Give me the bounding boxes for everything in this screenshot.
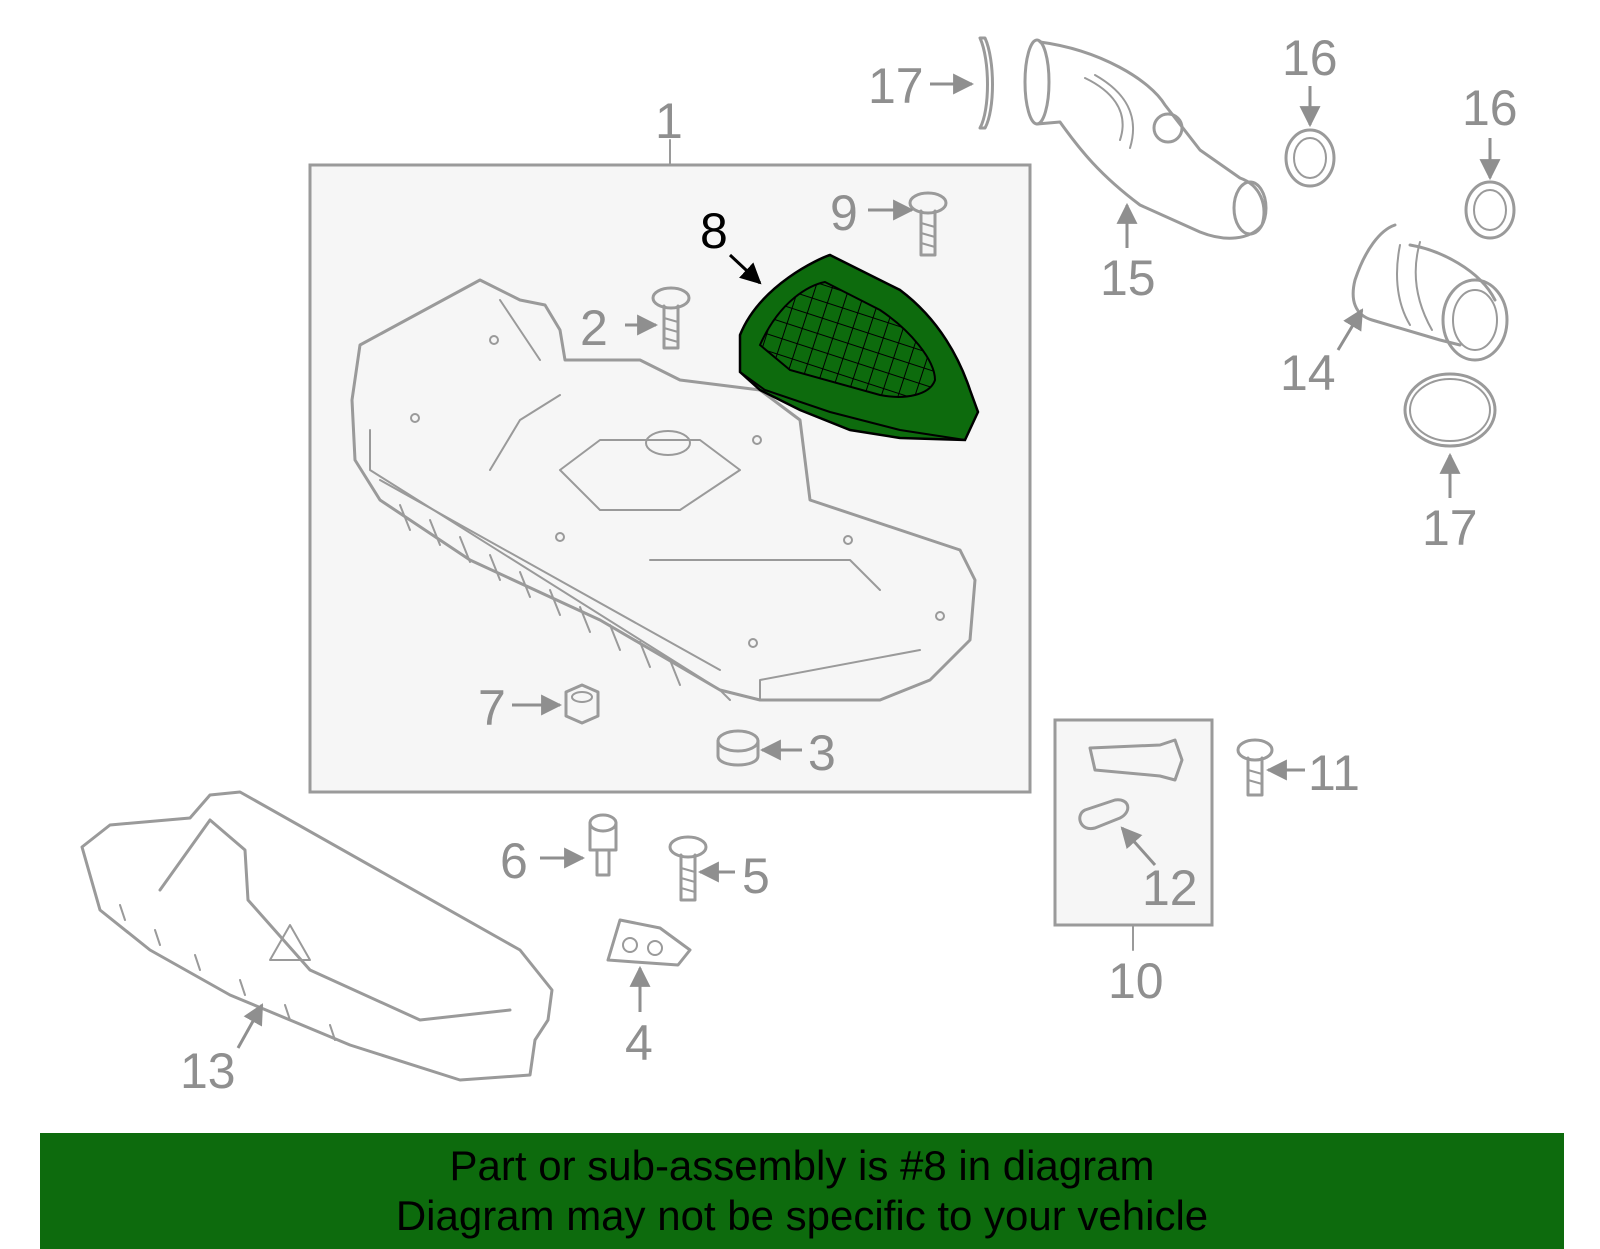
lower-duct-13	[80, 790, 554, 1082]
seal-16-a	[1284, 128, 1336, 188]
banner-line-2: Diagram may not be specific to your vehi…	[395, 1192, 1209, 1239]
label-10: 10	[1108, 953, 1164, 1009]
seal-16-b	[1464, 180, 1516, 240]
arrow-14	[1336, 308, 1364, 351]
arrow-12	[1120, 826, 1157, 866]
pin-6	[588, 813, 618, 877]
label-7: 7	[478, 680, 506, 736]
label-15: 15	[1100, 250, 1156, 306]
banner-line-1: Part or sub-assembly is #8 in diagram	[449, 1142, 1155, 1189]
label-13: 13	[180, 1043, 236, 1099]
label-17b: 17	[1422, 500, 1478, 556]
clamp-17-top	[978, 36, 994, 130]
label-14: 14	[1280, 345, 1336, 401]
label-2: 2	[580, 300, 608, 356]
label-16a: 16	[1282, 30, 1338, 86]
arrow-13	[236, 1003, 264, 1049]
label-16b: 16	[1462, 80, 1518, 136]
clamp-17-right	[1403, 372, 1497, 448]
intake-housing	[350, 278, 977, 702]
part-8-filter-cover[interactable]	[738, 253, 980, 442]
nut-7	[564, 683, 600, 725]
label-1: 1	[655, 93, 683, 149]
label-12: 12	[1142, 860, 1198, 916]
label-6: 6	[500, 833, 528, 889]
label-3: 3	[808, 725, 836, 781]
label-11: 11	[1308, 745, 1360, 801]
label-5: 5	[742, 848, 770, 904]
label-17a: 17	[868, 58, 924, 114]
assembly-box-10	[1053, 718, 1214, 951]
bolt-2	[651, 286, 691, 350]
info-banner: Part or sub-assembly is #8 in diagram Di…	[40, 1133, 1564, 1249]
label-8: 8	[700, 203, 728, 259]
bolt-11	[1236, 738, 1274, 797]
label-9: 9	[830, 185, 858, 241]
hose-14	[1351, 223, 1509, 362]
arrow-8	[728, 253, 762, 285]
label-4: 4	[625, 1015, 653, 1071]
bolt-5	[668, 835, 708, 902]
bracket-4	[606, 918, 692, 967]
grommet-3	[716, 729, 760, 767]
hose-15	[1023, 38, 1268, 240]
